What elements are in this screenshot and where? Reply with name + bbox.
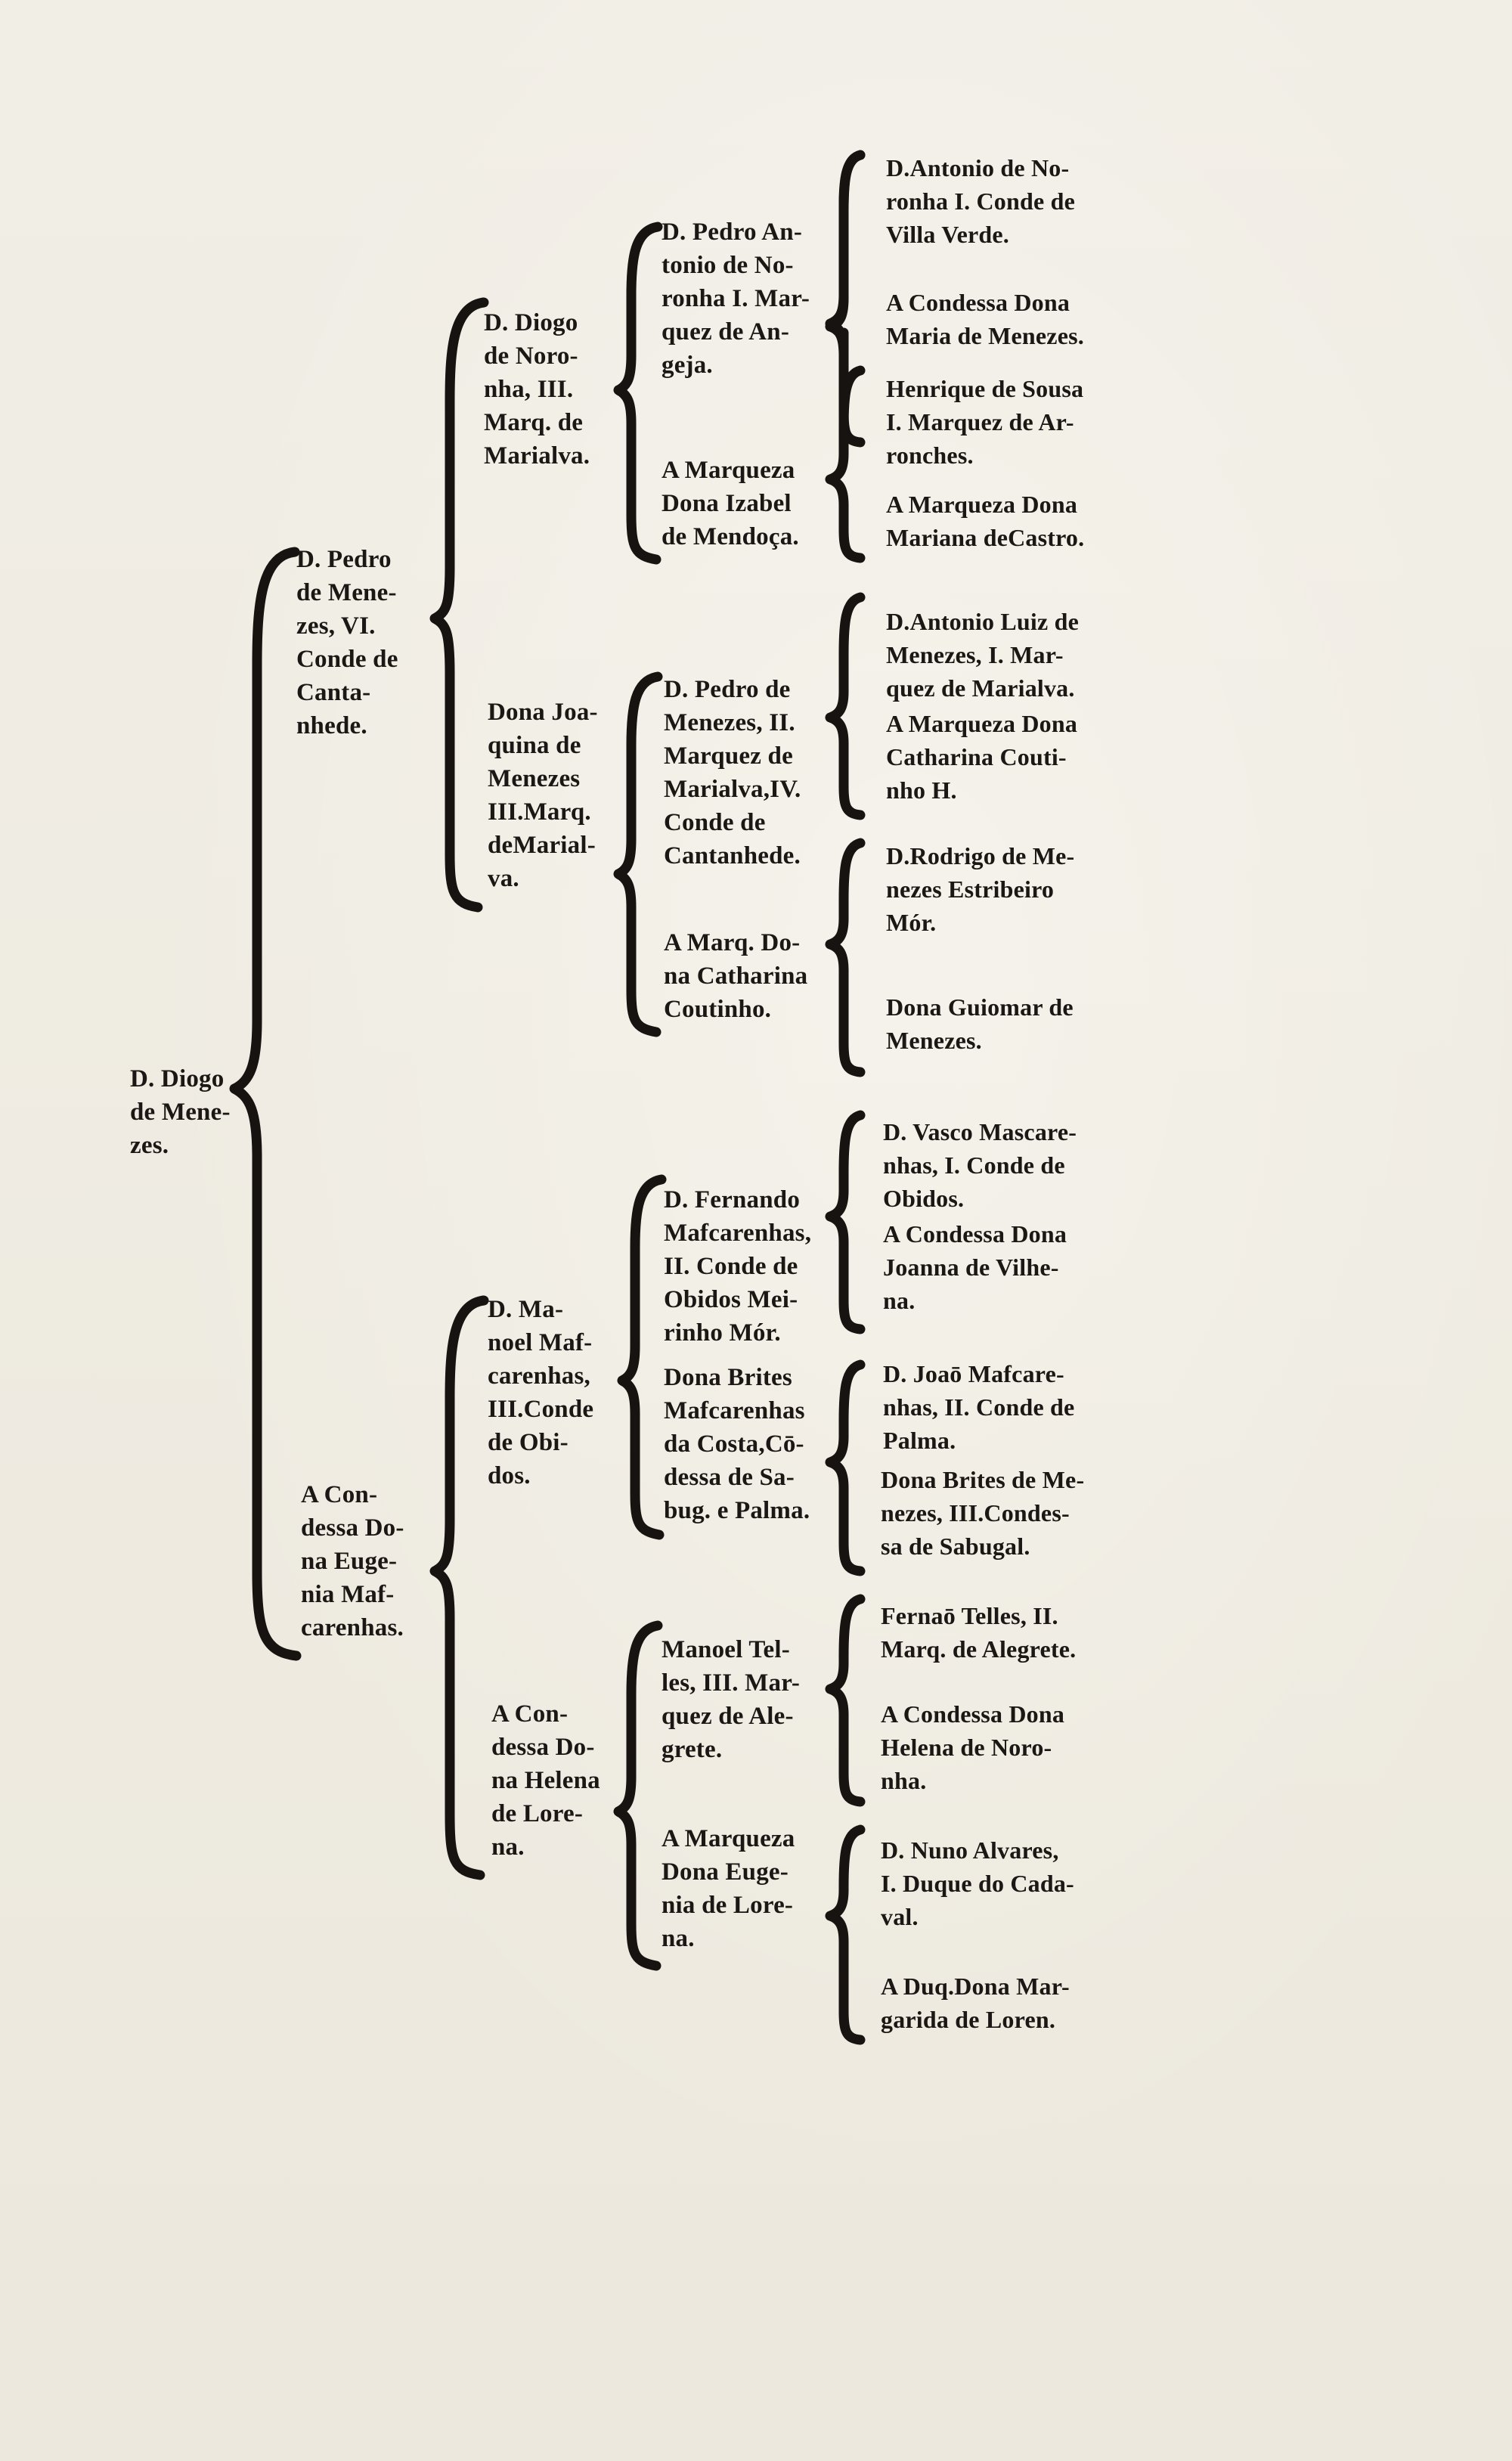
person-gen5-6: A Marqueza Dona Catharina Couti- nho H.	[886, 710, 1078, 804]
person-ggm-maternal-paternal: Dona Brites Mafcarenhas da Costa,Cō- des…	[664, 1364, 810, 1524]
person-ggm-maternal-maternal: A Marqueza Dona Euge- nia de Lore- na.	[662, 1825, 795, 1952]
person-gen5-3: Henrique de Sousa I. Marquez de Ar- ronc…	[886, 375, 1084, 469]
person-father: D. Pedro de Mene- zes, VI. Conde de Cant…	[296, 546, 398, 739]
person-ggm-paternal-maternal: A Marq. Do- na Catharina Coutinho.	[664, 929, 808, 1023]
person-ggf-maternal-maternal: Manoel Tel- les, III. Mar- quez de Ale- …	[662, 1636, 801, 1763]
person-gen5-2: A Condessa Dona Maria de Menezes.	[886, 289, 1084, 349]
brace-pp-gm	[825, 365, 866, 563]
person-gen5-12: Dona Brites de Me- nezes, III.Condes- sa…	[881, 1466, 1085, 1560]
brace-pgm	[613, 671, 663, 1037]
brace-pp-gf	[825, 150, 866, 361]
person-gen5-14: A Condessa Dona Helena de Noro- nha.	[881, 1700, 1065, 1794]
person-gen5-15: D. Nuno Alvares, I. Duque do Cada- val.	[881, 1836, 1074, 1930]
person-mother: A Con- dessa Do- na Euge- nia Maf- caren…	[301, 1481, 404, 1641]
brace-pgf	[613, 222, 663, 565]
brace-mp-gf	[825, 1110, 866, 1334]
brace-mgf	[617, 1174, 667, 1540]
person-gen5-1: D.Antonio de No- ronha I. Conde de Villa…	[886, 154, 1075, 248]
person-ggf-maternal-paternal: D. Fernando Mafcarenhas, II. Conde de Ob…	[664, 1186, 812, 1347]
person-gen5-5: D.Antonio Luiz de Menezes, I. Mar- quez …	[886, 608, 1079, 702]
person-ggf-paternal-maternal: D. Pedro de Menezes, II. Marquez de Mari…	[664, 676, 801, 869]
brace-mm-gm	[825, 1824, 866, 2045]
brace-pp-gf-b	[825, 150, 866, 448]
brace-mgm	[613, 1620, 663, 1971]
brace-root	[229, 547, 302, 1661]
person-gen5-9: D. Vasco Mascare- nhas, I. Conde de Obid…	[883, 1118, 1077, 1212]
person-ggm-paternal-paternal: A Marqueza Dona Izabel de Mendoça.	[662, 457, 799, 550]
person-ggf-paternal-paternal: D. Pedro An- tonio de No- ronha I. Mar- …	[662, 219, 810, 379]
person-maternal-grandfather: D. Ma- noel Maf- carenhas, III.Conde de …	[488, 1296, 594, 1489]
person-gen5-7: D.Rodrigo de Me- nezes Estribeiro Mór.	[886, 842, 1075, 936]
person-gen5-16: A Duq.Dona Mar- garida de Loren.	[881, 1973, 1070, 2033]
person-gen5-8: Dona Guiomar de Menezes.	[886, 993, 1074, 1054]
person-gen5-13: Fernaō Telles, II. Marq. de Alegrete.	[881, 1602, 1077, 1663]
person-gen5-4: A Marqueza Dona Mariana deCastro.	[886, 491, 1085, 551]
person-paternal-grandmother: Dona Joa- quina de Menezes III.Marq. deM…	[488, 699, 598, 892]
person-paternal-grandfather: D. Diogo de Noro- nha, III. Marq. de Mar…	[484, 309, 590, 470]
brace-mother	[429, 1295, 489, 1880]
person-gen5-10: A Condessa Dona Joanna de Vilhe- na.	[883, 1220, 1067, 1314]
brace-mp-gm	[825, 1359, 866, 1576]
person-root: D. Diogo de Mene- zes.	[130, 1065, 231, 1159]
person-maternal-grandmother: A Con- dessa Do- na Helena de Lore- na.	[491, 1700, 600, 1861]
brace-pm-gf	[825, 592, 866, 820]
brace-pm-gm	[825, 838, 866, 1077]
brace-father	[429, 297, 489, 913]
brace-mm-gf	[825, 1594, 866, 1807]
person-gen5-11: D. Joaō Mafcare- nhas, II. Conde de Palm…	[883, 1360, 1075, 1454]
